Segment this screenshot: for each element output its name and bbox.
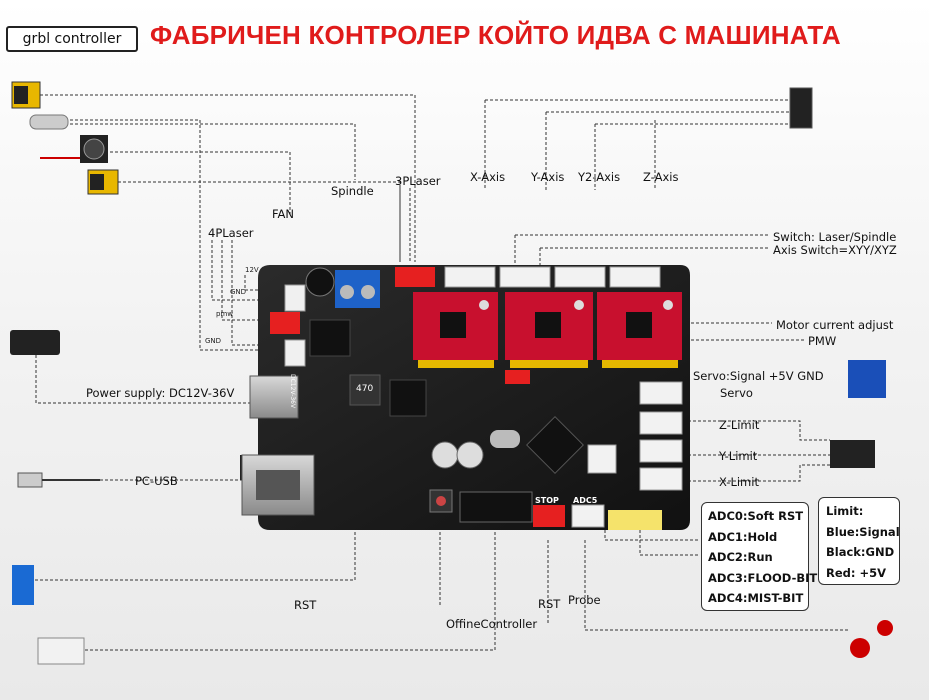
label-z-axis: Z-Axis xyxy=(643,170,679,184)
adc2-line: ADC2:Run xyxy=(708,550,773,564)
limit-black: Black:GND xyxy=(826,545,895,559)
label-offline-controller: OffineController xyxy=(446,617,538,631)
limit-blue: Blue:Signal xyxy=(826,524,900,539)
label-3plaser: 3PLaser xyxy=(395,174,441,188)
label-4plaser: 4PLaser xyxy=(208,226,254,240)
label-axis-switch: Axis Switch=XYY/XYZ xyxy=(773,243,897,257)
label-pmw: PMW xyxy=(808,334,837,348)
label-rst-bottom: RST xyxy=(538,597,561,611)
adc1-line: ADC1:Hold xyxy=(708,529,778,544)
board-power-text: DC12V-36V xyxy=(289,374,296,409)
leader-lines xyxy=(30,94,850,651)
pin-pmw: pmw xyxy=(216,310,233,318)
label-z-limit: Z-Limit xyxy=(719,418,760,432)
label-power-supply: Power supply: DC12V-36V xyxy=(86,386,235,400)
adc3-line: ADC3:FLOOD-BIT xyxy=(708,570,818,585)
adc0-line: ADC0:Soft RST xyxy=(708,509,804,523)
board-adc5-text: ADC5 xyxy=(573,496,598,505)
grbl-controller-badge: grbl controller xyxy=(6,26,138,52)
limit-legend-box: Limit: Blue:Signal Black:GND Red: +5V xyxy=(818,497,900,585)
label-servo-signal: Servo:Signal +5V GND xyxy=(693,369,824,383)
adc-legend-box: ADC0:Soft RST ADC1:Hold ADC2:Run ADC3:FL… xyxy=(701,502,818,611)
limit-red: Red: +5V xyxy=(826,565,887,580)
label-y2-axis: Y2-Axis xyxy=(578,170,621,184)
peripherals-left xyxy=(10,81,119,665)
pin-gnd-2: GND xyxy=(205,337,222,345)
label-pc-usb: PC-USB xyxy=(135,474,178,488)
label-servo: Servo xyxy=(720,386,753,400)
label-spindle: Spindle xyxy=(331,184,374,198)
label-probe: Probe xyxy=(568,593,601,607)
label-fan: FAN xyxy=(272,207,295,221)
page-title: ФАБРИЧЕН КОНТРОЛЕР КОЙТО ИДВА С МАШИНАТА xyxy=(150,20,841,50)
label-y-limit: Y-Limit xyxy=(719,449,758,463)
limit-title: Limit: xyxy=(826,504,864,518)
label-motor-current: Motor current adjust xyxy=(776,318,894,332)
board-stop-text: STOP xyxy=(535,496,559,505)
pin-12v: 12V xyxy=(245,266,259,274)
adc4-line: ADC4:MIST-BIT xyxy=(708,591,804,605)
label-y-axis: Y-Axis xyxy=(531,170,565,184)
pin-gnd-1: GND xyxy=(230,288,247,296)
label-x-limit: X-Limit xyxy=(719,475,759,489)
board-inductor-text: 470 xyxy=(356,384,374,394)
label-x-axis: X-Axis xyxy=(470,170,506,184)
label-rst-left: RST xyxy=(294,598,317,612)
peripherals-right xyxy=(789,87,893,658)
label-switch-laser-spindle: Switch: Laser/Spindle xyxy=(773,230,897,244)
controller-board xyxy=(240,265,690,530)
